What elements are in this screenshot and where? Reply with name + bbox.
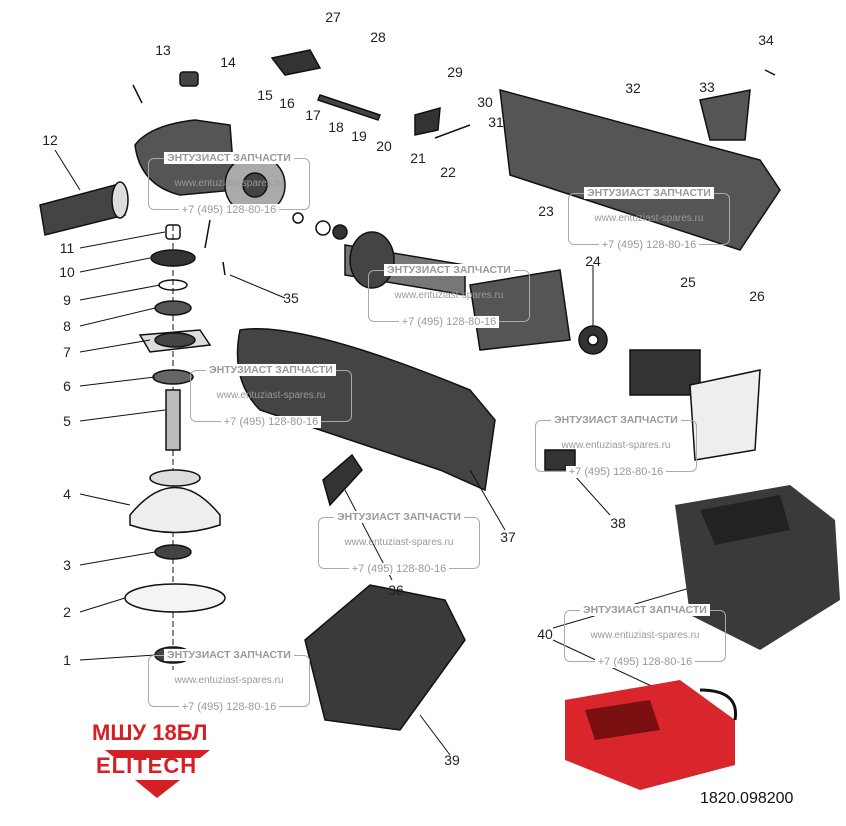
part-label: 27 bbox=[325, 9, 341, 25]
part-label: 2 bbox=[63, 604, 71, 620]
part-label: 18 bbox=[328, 119, 344, 135]
part-label: 12 bbox=[42, 132, 58, 148]
part-label: 9 bbox=[63, 292, 71, 308]
part-label: 14 bbox=[220, 54, 236, 70]
part-label: 21 bbox=[410, 150, 426, 166]
part-label: 13 bbox=[155, 42, 171, 58]
part-label: 32 bbox=[625, 80, 641, 96]
part-label: 22 bbox=[440, 164, 456, 180]
part-label: 1 bbox=[63, 652, 71, 668]
part-label: 28 bbox=[370, 29, 386, 45]
part-label: 7 bbox=[63, 344, 71, 360]
part-label: 34 bbox=[758, 32, 774, 48]
part-label: 24 bbox=[585, 253, 601, 269]
part-label: 10 bbox=[59, 264, 75, 280]
part-label: 3 bbox=[63, 557, 71, 573]
part-label: 39 bbox=[444, 752, 460, 768]
part-label: 16 bbox=[279, 95, 295, 111]
part-label: 20 bbox=[376, 138, 392, 154]
part-label: 38 bbox=[610, 515, 626, 531]
part-label: 19 bbox=[351, 128, 367, 144]
part-label: 37 bbox=[500, 529, 516, 545]
part-label: 11 bbox=[59, 240, 75, 256]
part-label: 5 bbox=[63, 413, 71, 429]
part-label: 26 bbox=[749, 288, 765, 304]
part-label: 29 bbox=[447, 64, 463, 80]
part-label: 17 bbox=[305, 107, 321, 123]
part-label: 4 bbox=[63, 486, 71, 502]
part-label: 8 bbox=[63, 318, 71, 334]
part-label: 35 bbox=[283, 290, 299, 306]
part-label: 25 bbox=[680, 274, 696, 290]
part-label: 33 bbox=[699, 79, 715, 95]
part-label: 36 bbox=[388, 582, 404, 598]
part-label: 6 bbox=[63, 378, 71, 394]
part-label: 40 bbox=[537, 626, 553, 642]
part-label: 15 bbox=[257, 87, 273, 103]
part-label: 31 bbox=[488, 114, 504, 130]
part-label: 23 bbox=[538, 203, 554, 219]
part-label: 30 bbox=[477, 94, 493, 110]
model-name: МШУ 18БЛ bbox=[92, 720, 208, 745]
diagram-code: 1820.098200 bbox=[700, 790, 794, 807]
